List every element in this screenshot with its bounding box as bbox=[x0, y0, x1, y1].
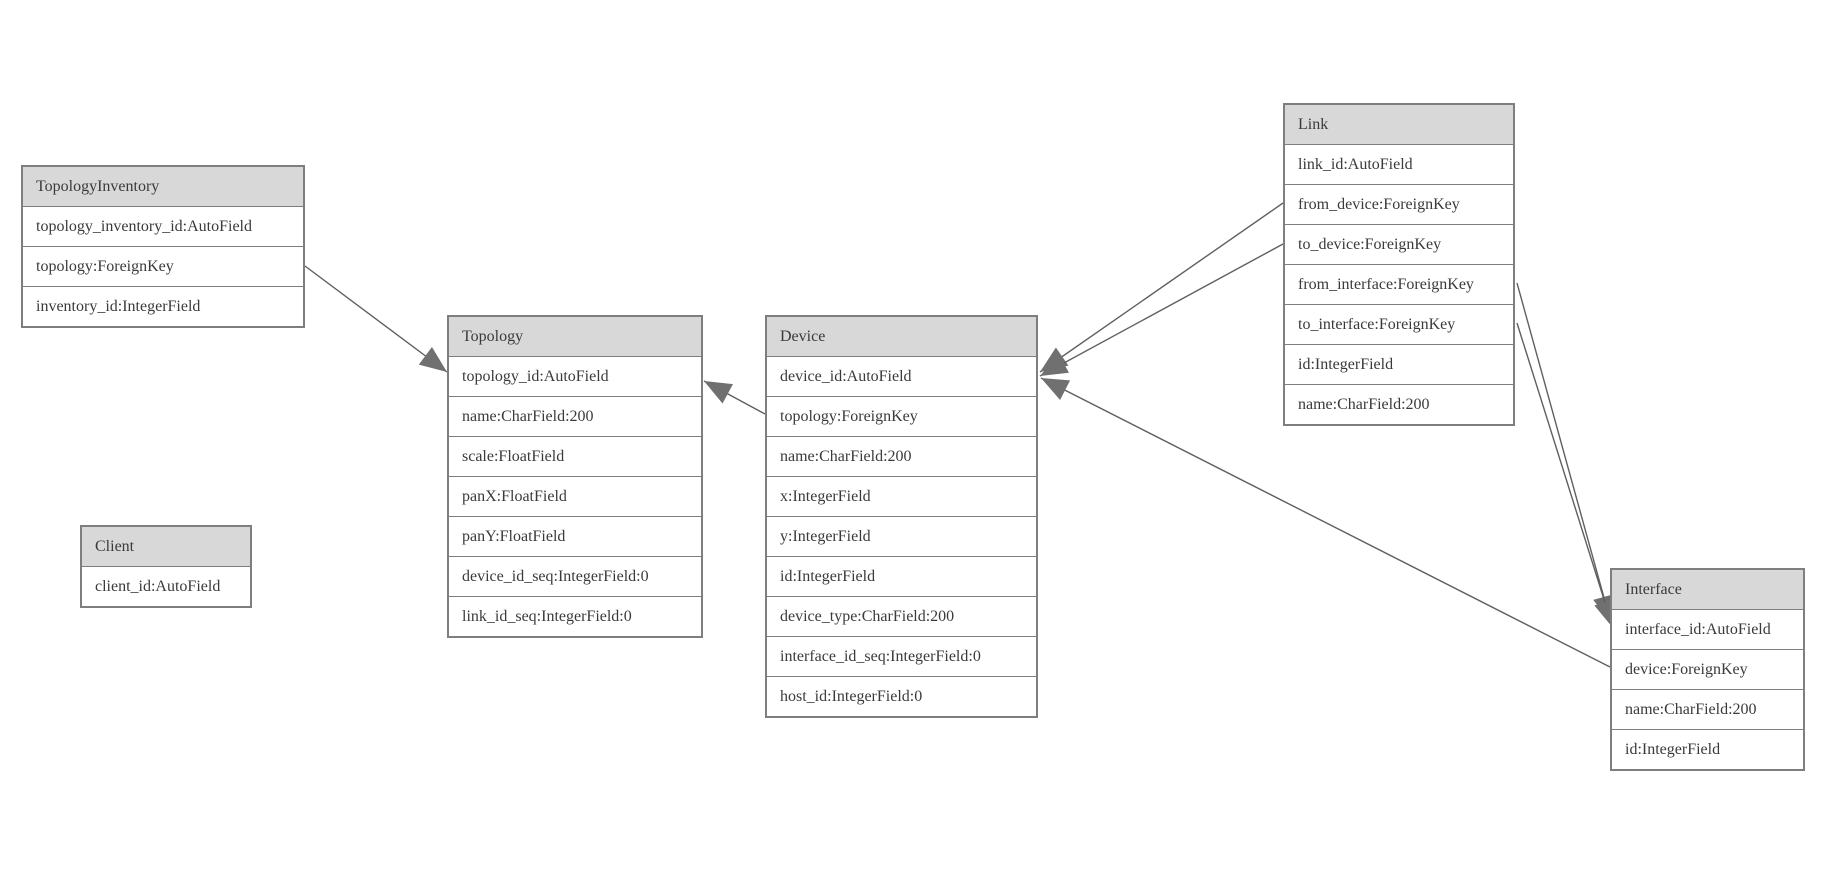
entity-field-link-link_id: link_id:AutoField bbox=[1285, 145, 1513, 185]
entity-field-device-name: name:CharField:200 bbox=[767, 437, 1036, 477]
entity-field-topology-panX: panX:FloatField bbox=[449, 477, 701, 517]
entity-field-device-id: id:IntegerField bbox=[767, 557, 1036, 597]
entity-field-interface-id: id:IntegerField bbox=[1612, 730, 1803, 769]
relation-arrowhead-device bbox=[1041, 378, 1071, 401]
entity-field-topology-inventory-inventory_id: inventory_id:IntegerField bbox=[23, 287, 303, 326]
entity-title-client: Client bbox=[82, 527, 250, 567]
entity-field-link-name: name:CharField:200 bbox=[1285, 385, 1513, 424]
entity-field-device-topology: topology:ForeignKey bbox=[767, 397, 1036, 437]
entity-field-device-device_id: device_id:AutoField bbox=[767, 357, 1036, 397]
entity-field-topology-scale: scale:FloatField bbox=[449, 437, 701, 477]
entity-field-client-client_id: client_id:AutoField bbox=[82, 567, 250, 606]
entity-field-device-device_type: device_type:CharField:200 bbox=[767, 597, 1036, 637]
entity-field-link-to_interface: to_interface:ForeignKey bbox=[1285, 305, 1513, 345]
entity-field-link-to_device: to_device:ForeignKey bbox=[1285, 225, 1513, 265]
entity-title-topology: Topology bbox=[449, 317, 701, 357]
entity-field-topology-inventory-topology: topology:ForeignKey bbox=[23, 247, 303, 287]
entity-field-topology-name: name:CharField:200 bbox=[449, 397, 701, 437]
entity-title-interface: Interface bbox=[1612, 570, 1803, 610]
entity-title-link: Link bbox=[1285, 105, 1513, 145]
entity-field-topology-link_id_seq: link_id_seq:IntegerField:0 bbox=[449, 597, 701, 636]
relation-arrowhead-device bbox=[1040, 353, 1069, 376]
entity-title-device: Device bbox=[767, 317, 1036, 357]
relation-arrowhead-topology bbox=[704, 381, 733, 404]
entity-field-device-x: x:IntegerField bbox=[767, 477, 1036, 517]
entity-field-link-id: id:IntegerField bbox=[1285, 345, 1513, 385]
entity-field-topology-device_id_seq: device_id_seq:IntegerField:0 bbox=[449, 557, 701, 597]
entity-field-interface-name: name:CharField:200 bbox=[1612, 690, 1803, 730]
entity-field-topology-inventory-topology_inventory_id: topology_inventory_id:AutoField bbox=[23, 207, 303, 247]
entity-field-link-from_interface: from_interface:ForeignKey bbox=[1285, 265, 1513, 305]
entity-field-device-interface_id_seq: interface_id_seq:IntegerField:0 bbox=[767, 637, 1036, 677]
relation-line-link-from_interface-to-interface bbox=[1516, 282, 1612, 624]
entity-field-device-y: y:IntegerField bbox=[767, 517, 1036, 557]
relation-line-link-to_interface-to-interface bbox=[1516, 322, 1614, 629]
entity-field-interface-interface_id: interface_id:AutoField bbox=[1612, 610, 1803, 650]
entity-field-device-host_id: host_id:IntegerField:0 bbox=[767, 677, 1036, 716]
entity-title-topology-inventory: TopologyInventory bbox=[23, 167, 303, 207]
relation-line-link-to_device-to-device bbox=[1039, 243, 1284, 377]
entity-field-link-from_device: from_device:ForeignKey bbox=[1285, 185, 1513, 225]
relation-line-topologyinventory-topology-to-topology bbox=[304, 265, 448, 373]
entity-field-topology-topology_id: topology_id:AutoField bbox=[449, 357, 701, 397]
relation-arrowhead-topology bbox=[418, 347, 447, 372]
entity-field-interface-device: device:ForeignKey bbox=[1612, 650, 1803, 690]
entity-field-topology-panY: panY:FloatField bbox=[449, 517, 701, 557]
relation-line-interface-device-to-device bbox=[1040, 377, 1611, 668]
relation-line-link-from_device-to-device bbox=[1039, 202, 1284, 373]
